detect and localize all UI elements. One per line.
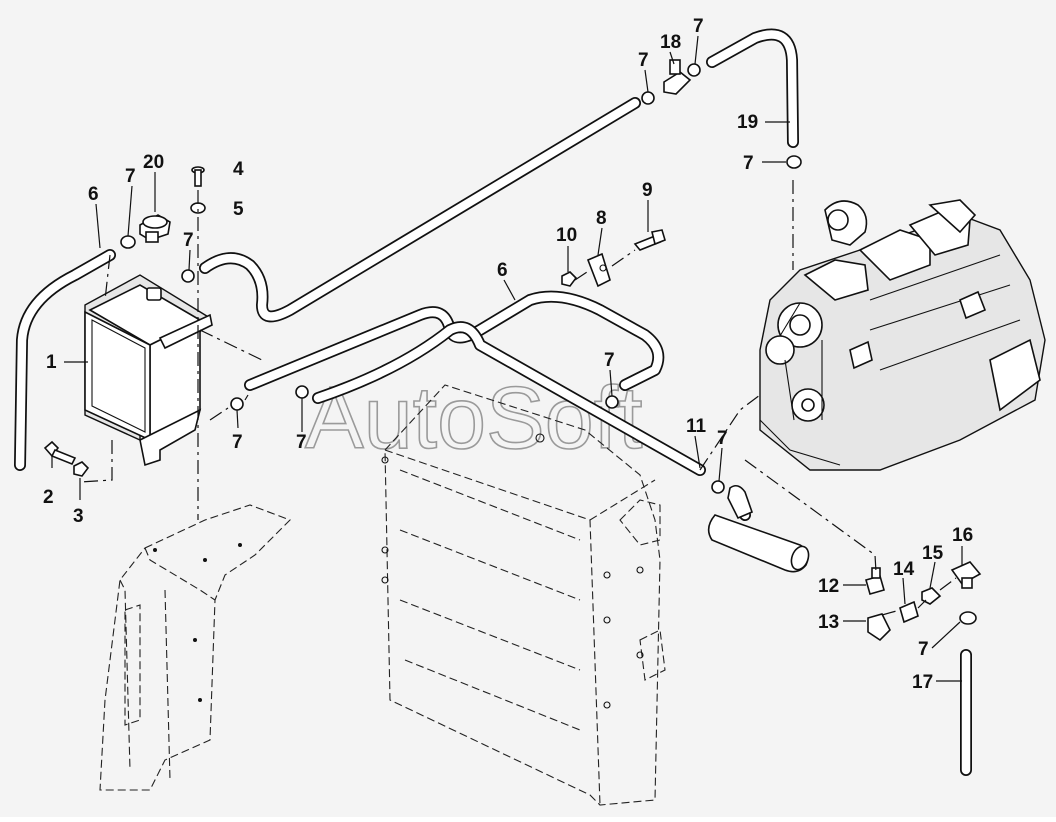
callout-17: 17	[912, 672, 933, 693]
tee-16	[950, 561, 982, 589]
callout-5: 5	[233, 199, 244, 220]
callout-1: 1	[46, 352, 57, 373]
filler-cap	[139, 214, 171, 243]
callout-13: 13	[818, 612, 839, 633]
callout-12: 12	[818, 576, 839, 597]
hoses	[14, 28, 972, 776]
callout-6-center: 6	[497, 260, 508, 281]
callout-11: 11	[686, 416, 707, 437]
leader-lines	[51, 35, 963, 682]
callout-16: 16	[952, 525, 973, 546]
callout-7-center: 7	[604, 350, 615, 371]
radiator	[381, 384, 666, 806]
tee-fitting	[663, 59, 692, 95]
callout-15: 15	[922, 543, 944, 564]
callout-9: 9	[642, 180, 653, 201]
mounting-bracket	[99, 504, 291, 791]
fitting-12	[865, 567, 885, 595]
callout-7-top-b: 7	[693, 16, 704, 37]
expansion-tank	[84, 274, 213, 467]
nut-10	[561, 271, 578, 287]
callout-20: 20	[143, 152, 164, 173]
callout-7-right-hose: 7	[717, 428, 728, 449]
callout-18: 18	[660, 32, 681, 53]
adapter-14	[899, 600, 919, 624]
callout-labels: 1 2 3 4 5 6 6 7 7 7 7 7 7 7 7 7 7 8 9 10…	[43, 16, 973, 693]
callout-7-mid: 7	[296, 432, 307, 453]
callout-14: 14	[893, 559, 915, 580]
bolt-9	[633, 229, 666, 251]
engine	[759, 199, 1046, 471]
coolant-pipe-segment	[707, 484, 810, 573]
callout-7-fitting: 7	[918, 639, 929, 660]
bolt-4	[191, 166, 205, 187]
callout-19: 19	[737, 112, 758, 133]
callout-7-lower-left: 7	[232, 432, 243, 453]
elbow-13	[867, 613, 891, 642]
callout-2: 2	[43, 487, 54, 508]
callout-7-tank-top: 7	[125, 166, 136, 187]
callout-8: 8	[596, 208, 607, 229]
bolt-2	[43, 440, 77, 466]
callout-3: 3	[73, 506, 84, 527]
callout-6-left: 6	[88, 184, 99, 205]
callout-7-tank-right: 7	[183, 230, 194, 251]
nut-3	[73, 461, 90, 477]
nut-15	[921, 587, 942, 605]
bracket-8	[586, 252, 611, 288]
callout-7-top-a: 7	[638, 50, 649, 71]
callout-10: 10	[556, 225, 577, 246]
assembly-lines	[79, 180, 957, 616]
callout-4: 4	[233, 159, 244, 180]
callout-7-engine: 7	[743, 153, 754, 174]
